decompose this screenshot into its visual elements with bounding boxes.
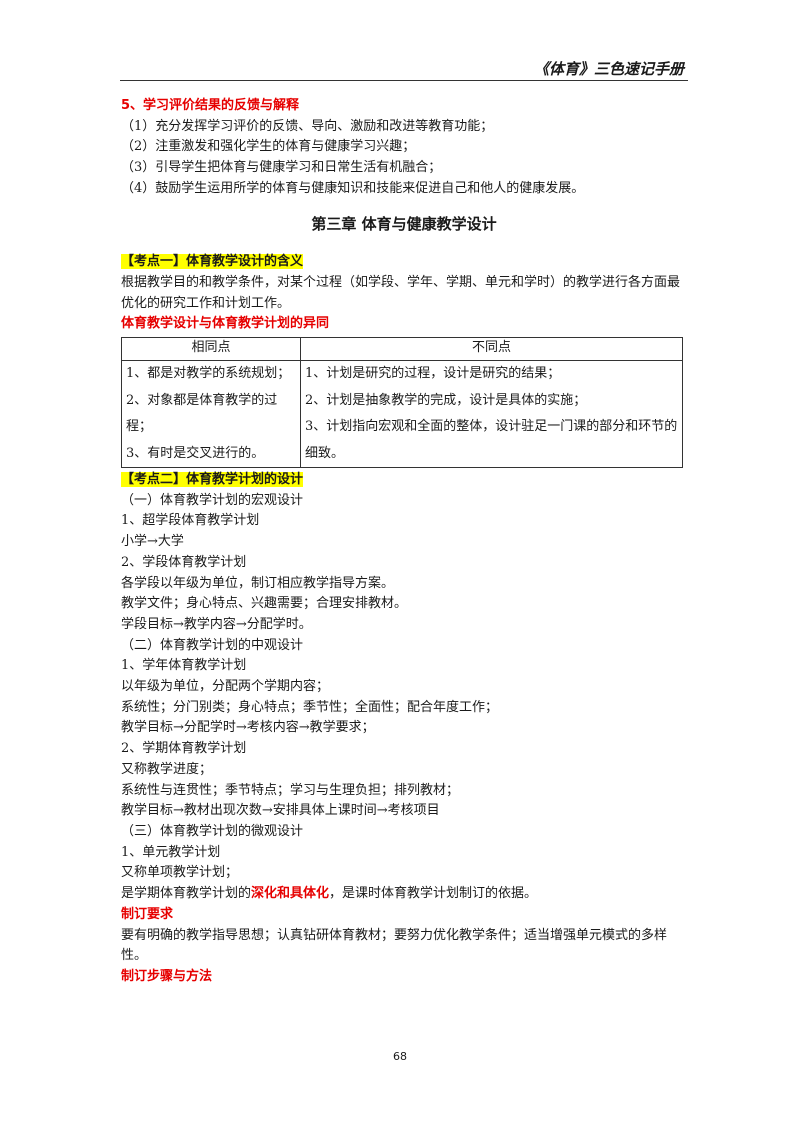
text-line: 小学→大学: [121, 534, 184, 550]
text-line: 2、学段体育教学计划: [121, 554, 247, 570]
table-cell-line: 2、计划是抽象教学的完成，设计是具体的实施；: [305, 392, 587, 408]
page-number: 68: [393, 1050, 407, 1063]
text-line: 教学文件；身心特点、兴趣需要；合理安排教材。: [121, 596, 408, 612]
text-line: 各学段以年级为单位，制订相应教学指导方案。: [121, 575, 395, 591]
section-heading: 5、学习评价结果的反馈与解释: [121, 98, 300, 113]
text-line: 教学目标→分配学时→考核内容→教学要求；: [121, 720, 375, 736]
table-cell-diff: 1、计划是研究的过程，设计是研究的结果； 2、计划是抽象教学的完成，设计是具体的…: [300, 360, 683, 469]
table-cell-line: 1、计划是研究的过程，设计是研究的结果；: [305, 366, 561, 382]
table-cell-line: 3、计划指向宏观和全面的整体，设计驻足一门课的部分和环节的细致。: [305, 419, 678, 461]
text-fragment: 是学期体育教学计划的: [121, 886, 252, 902]
text-line: （三）体育教学计划的微观设计: [121, 823, 304, 839]
page-content: 5、学习评价结果的反馈与解释 （1）充分发挥学习评价的反馈、导向、激励和改进等教…: [121, 96, 687, 988]
mixed-line: 是学期体育教学计划的深化和具体化，是课时体育教学计划制订的依据。: [121, 884, 687, 905]
key-point-tag: 【考点一】体育教学设计的含义: [121, 254, 304, 270]
plan-design-lines: （一）体育教学计划的宏观设计 1、超学段体育教学计划 小学→大学 2、学段体育教…: [121, 491, 687, 884]
text-fragment: ，是课时体育教学计划制订的依据。: [329, 886, 538, 902]
steps-heading: 制订步骤与方法: [121, 968, 213, 984]
text-line: 又称教学进度；: [121, 761, 213, 777]
text-line: 1、单元教学计划: [121, 844, 221, 860]
text-line: 系统性；分门别类；身心特点；季节性；全面性；配合年度工作；: [121, 699, 499, 715]
sub-heading: 体育教学设计与体育教学计划的异同: [121, 316, 330, 332]
comparison-table: 相同点 不同点 1、都是对教学的系统规划； 2、对象都是体育教学的过程； 3、有…: [121, 337, 683, 469]
table-cell-line: 2、对象都是体育教学的过程；: [126, 392, 278, 435]
key-point-tag: 【考点二】体育教学计划的设计: [121, 472, 304, 488]
list-item: （2）注重激发和强化学生的体育与健康学习兴趣；: [121, 139, 416, 155]
text-line: 1、学年体育教学计划: [121, 658, 247, 674]
table-cell-same: 1、都是对教学的系统规划； 2、对象都是体育教学的过程； 3、有时是交叉进行的。: [121, 360, 301, 469]
table-cell-line: 1、都是对教学的系统规划；: [126, 366, 291, 382]
header-title: 《体育》三色速记手册: [533, 60, 684, 78]
requirements-heading: 制订要求: [121, 906, 174, 922]
text-line: 系统性与连贯性；季节特点；学习与生理负担；排列教材；: [121, 782, 460, 798]
emphasis-text: 深化和具体化: [251, 886, 330, 902]
list-item: （3）引导学生把体育与健康学习和日常生活有机融合；: [121, 160, 442, 176]
text-line: 又称单项教学计划；: [121, 865, 239, 881]
list-item: （1）充分发挥学习评价的反馈、导向、激励和改进等教育功能；: [121, 118, 494, 134]
text-line: 2、学期体育教学计划: [121, 741, 247, 757]
text-line: 学段目标→教学内容→分配学时。: [121, 616, 312, 632]
paragraph: 根据教学目的和教学条件，对某个过程（如学段、学年、学期、单元和学时）的教学进行各…: [121, 274, 681, 311]
table-cell-line: 3、有时是交叉进行的。: [126, 445, 265, 461]
text-line: 1、超学段体育教学计划: [121, 513, 260, 529]
header-divider: [120, 80, 688, 81]
text-line: 以年级为单位，分配两个学期内容；: [121, 679, 330, 695]
text-line: （二）体育教学计划的中观设计: [121, 637, 304, 653]
text-line: 教学目标→教材出现次数→安排具体上课时间→考核项目: [121, 803, 440, 819]
requirements-text: 要有明确的教学指导思想；认真钻研体育教材；要努力优化教学条件；适当增强单元模式的…: [121, 927, 668, 964]
text-line: （一）体育教学计划的宏观设计: [121, 492, 304, 508]
table-header-same: 相同点: [121, 337, 301, 362]
table-header-diff: 不同点: [300, 337, 683, 362]
chapter-title: 第三章 体育与健康教学设计: [311, 214, 497, 233]
list-item: （4）鼓励学生运用所学的体育与健康知识和技能来促进自己和他人的健康发展。: [121, 180, 585, 196]
